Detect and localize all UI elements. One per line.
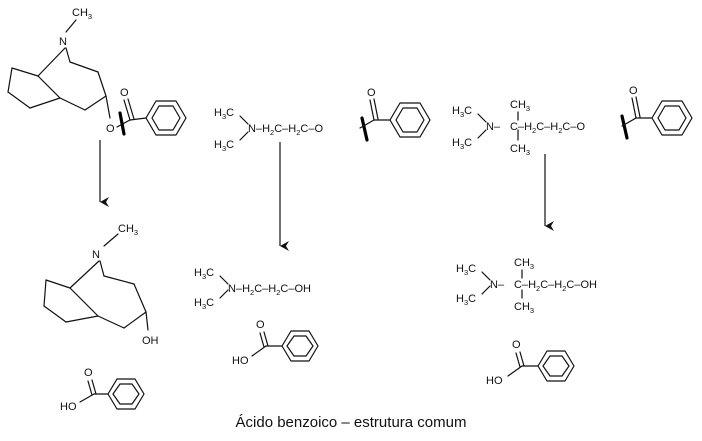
amino-alcohol-product: H3C H3C N–H2C–H2C–OH <box>194 267 311 311</box>
atom-label: N–H2C–H2C–O <box>248 123 323 137</box>
atom-label: H3C <box>214 107 234 121</box>
atom-label: H3C <box>214 139 234 153</box>
benzoic-acid-right: O HO <box>486 339 575 387</box>
atom-label: CH3 <box>510 99 530 113</box>
atom-label: O <box>256 319 265 331</box>
atom-label: CH3 <box>510 143 530 157</box>
atom-label: N <box>59 36 67 48</box>
atom-label: OH <box>142 335 159 347</box>
atom-label: H3C <box>456 263 476 277</box>
atom-label: H3C <box>452 105 472 119</box>
benzoic-acid-middle: O HO <box>232 319 319 367</box>
atom-label: HO <box>232 355 249 367</box>
atom-label: N– <box>486 121 501 133</box>
tropane-ester-molecule: CH3 N O O <box>7 7 187 136</box>
atom-label: O <box>120 87 129 99</box>
atom-label: H3C <box>194 297 214 311</box>
atom-label: HO <box>60 401 77 413</box>
atom-label: O <box>106 123 115 135</box>
atom-label: N– <box>490 279 505 291</box>
atom-label: O <box>367 87 376 99</box>
benzoic-acid-left: O HO <box>60 367 145 413</box>
atom-label: O <box>512 339 521 351</box>
atom-label: H3C <box>452 137 472 151</box>
atom-label: H3C <box>456 293 476 307</box>
atom-label: CH3 <box>514 257 534 271</box>
atom-label: O <box>629 85 638 97</box>
tropane-alcohol-product: CH3 N OH <box>43 223 159 347</box>
atom-label: HO <box>486 375 503 387</box>
atom-label: C–H2C–H2C–OH <box>514 279 597 293</box>
branched-amino-alcohol-product: H3C H3C N– CH3 CH3 C–H2C–H2C–OH <box>456 257 597 315</box>
atom-label: N <box>92 249 100 261</box>
amino-ester-molecule: H3C H3C N–H2C–H2C–O O <box>214 87 431 153</box>
atom-label: CH3 <box>118 223 138 237</box>
caption: Ácido benzoico – estrutura comum <box>235 414 467 431</box>
branched-amino-ester-molecule: H3C H3C N– CH3 CH3 C–H2C–H2C–O O <box>452 85 693 157</box>
atom-label: CH3 <box>72 7 92 21</box>
atom-label: N–H2C–H2C–OH <box>228 283 311 297</box>
atom-label: H3C <box>194 267 214 281</box>
atom-label: C–H2C–H2C–O <box>510 121 585 135</box>
atom-label: CH3 <box>514 301 534 315</box>
atom-label: O <box>84 367 93 379</box>
